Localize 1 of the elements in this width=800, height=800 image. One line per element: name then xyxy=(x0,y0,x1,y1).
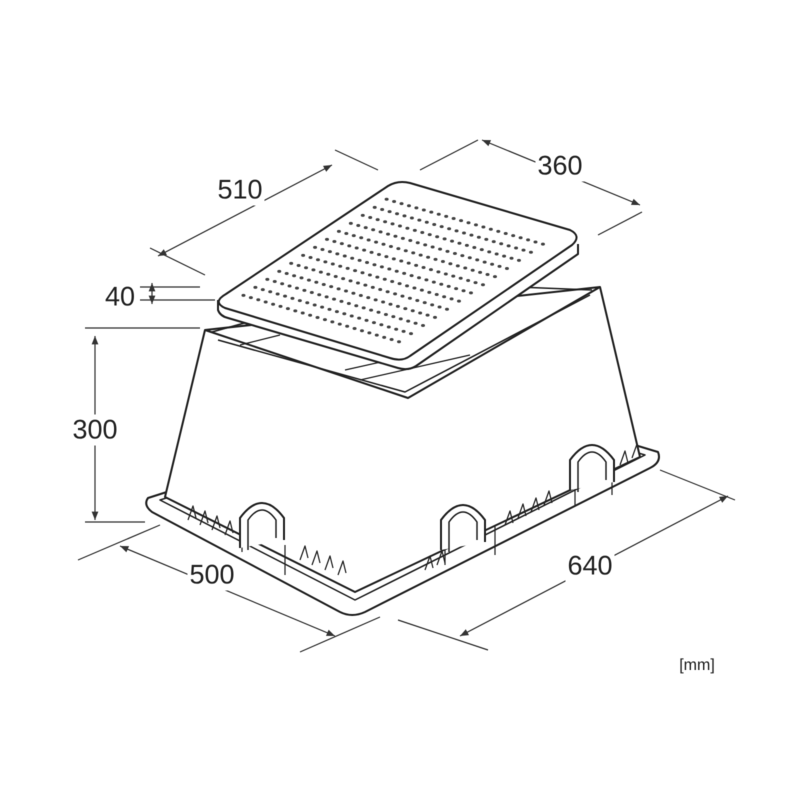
unit-label: [mm] xyxy=(677,656,717,676)
